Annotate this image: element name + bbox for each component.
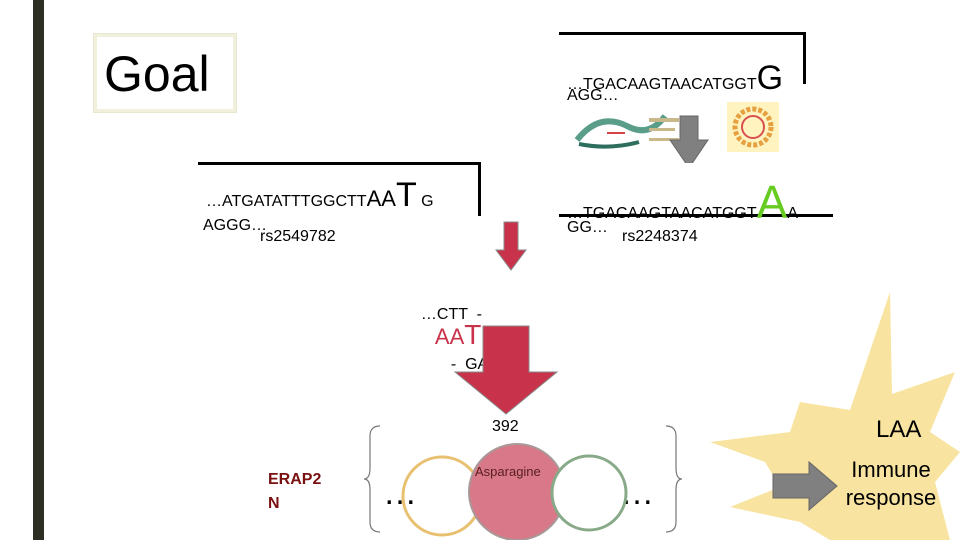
goal-title-box <box>94 34 236 112</box>
sequence-highlight-base-green: A <box>756 176 788 228</box>
snp-id-left: rs2549782 <box>260 228 336 245</box>
codon-left-context: …CTT - <box>420 306 482 323</box>
sequence-prefix: …TGACAAGTAACATGGT <box>567 76 757 93</box>
gene-diagram-thumbnail-icon <box>569 106 687 154</box>
codon-aa-bases: AA <box>434 324 465 349</box>
sequence-right: …TGACAAGTAACATGGTAA <box>567 179 798 225</box>
sequence-highlight-base: G <box>756 59 784 97</box>
sequence-next-base: A <box>787 205 798 222</box>
codon-t-base: T <box>464 319 482 350</box>
sequence-box-left <box>198 162 481 216</box>
arrow-down-red-small-icon <box>495 221 527 271</box>
sequence-left: …ATGATATTTGGCTTAAT G <box>206 176 434 215</box>
left-accent-bar <box>33 0 44 540</box>
residue-chain <box>401 443 628 540</box>
sequence-aa-bases: AA <box>366 186 396 211</box>
page-title: Goal <box>104 46 210 102</box>
residue-circle-green <box>550 454 628 532</box>
plasmid-circle-thumbnail-icon <box>727 102 779 152</box>
asparagine-label: Asparagine <box>475 464 541 479</box>
sequence-suffix: GG… <box>567 219 608 236</box>
arrow-down-red-large-icon <box>453 325 559 415</box>
starburst-icon <box>710 292 960 540</box>
sequence-box-top-right <box>559 32 806 84</box>
ellipsis-left: … <box>383 474 419 512</box>
arrow-down-gray-icon <box>669 115 709 169</box>
protein-name: ERAP2 N <box>268 471 322 512</box>
sequence-next-base: G <box>421 193 434 210</box>
left-brace-icon <box>363 425 381 533</box>
residue-position-label: 392 <box>492 418 519 435</box>
sequence-top-right: …TGACAAGTAACATGGTG <box>567 59 783 98</box>
snp-id-right: rs2248374 <box>622 228 698 245</box>
laa-label: LAA <box>876 416 922 443</box>
sequence-highlight-base: T <box>395 176 417 214</box>
immune-response-label: Immune response <box>845 457 937 510</box>
sequence-suffix: AGG… <box>567 87 619 104</box>
right-brace-icon <box>665 425 683 533</box>
sequence-suffix: AGGG… <box>203 217 268 234</box>
sequence-box-right <box>559 163 833 217</box>
sequence-prefix: …ATGATATTTGGCTT <box>206 193 367 210</box>
sequence-prefix: …TGACAAGTAACATGGT <box>567 205 757 222</box>
arrow-right-gray-icon <box>772 460 838 512</box>
